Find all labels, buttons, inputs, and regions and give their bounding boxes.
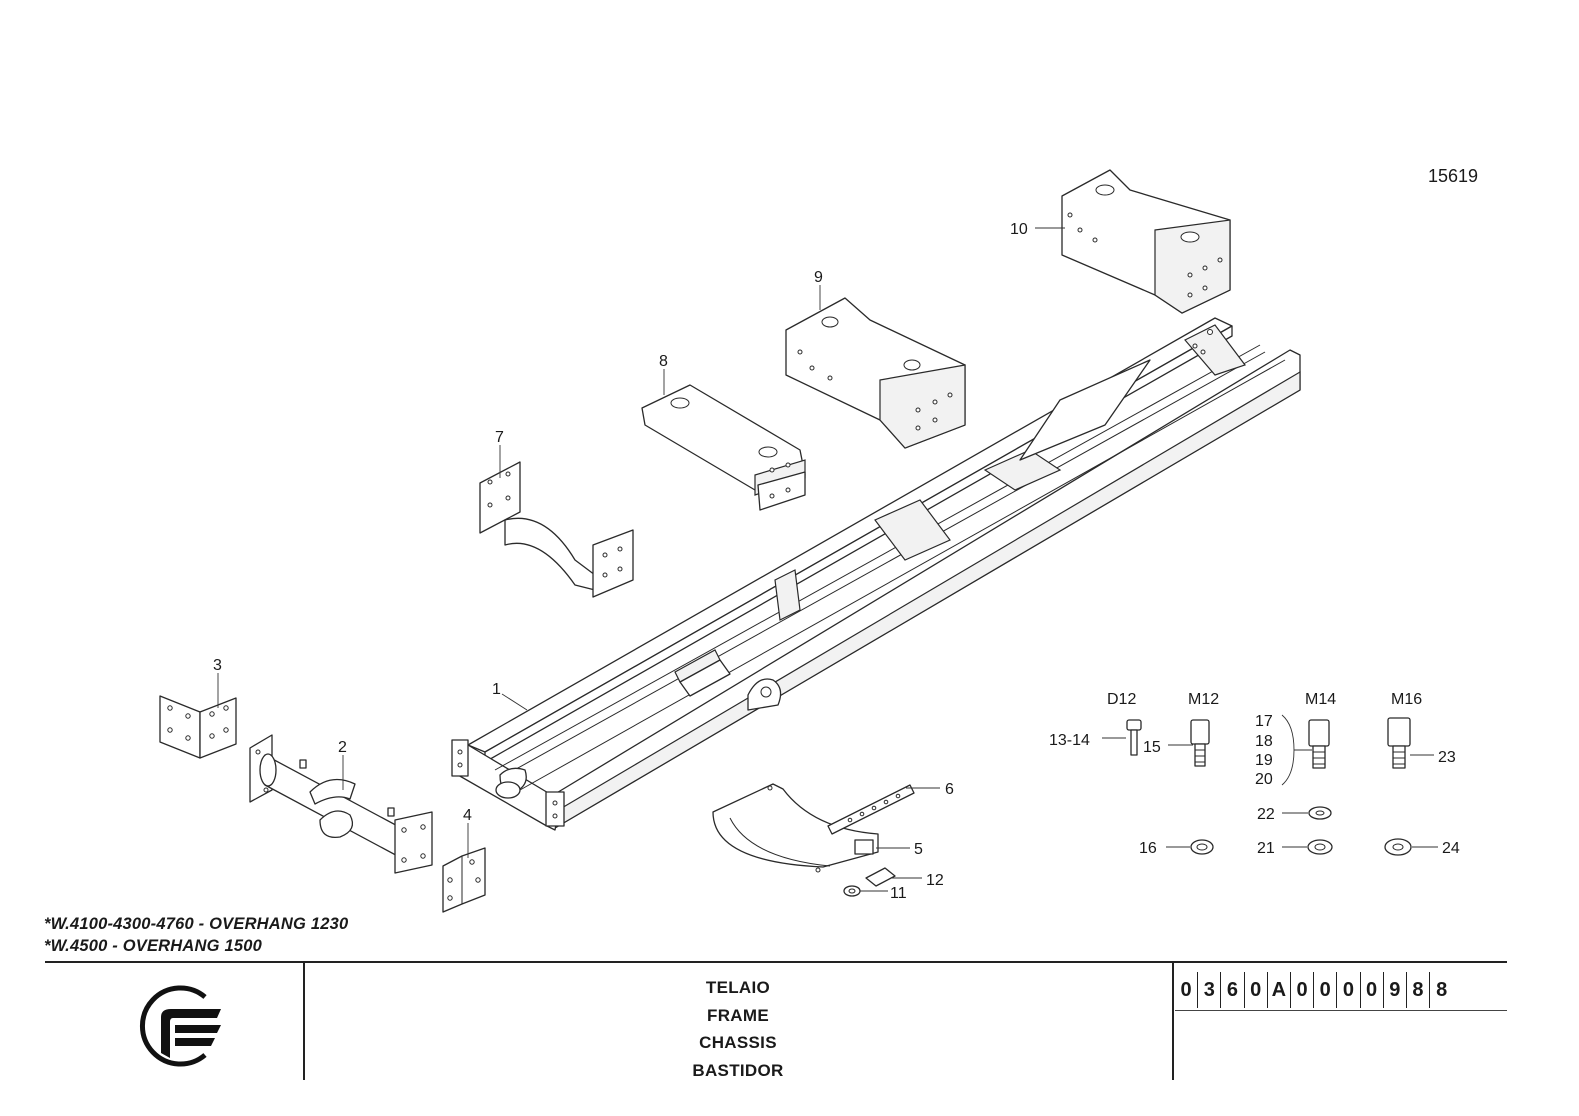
label-part-23: 23 <box>1438 749 1456 766</box>
label-part-6: 6 <box>945 781 954 798</box>
chassis-frame <box>451 317 1301 831</box>
code-char: 9 <box>1384 972 1407 1008</box>
bracket-right <box>442 847 486 913</box>
label-part-2: 2 <box>338 739 347 756</box>
saddle-bracket <box>712 783 879 873</box>
bolt-m12 <box>1190 719 1210 767</box>
label-thread-d12: D12 <box>1107 691 1136 708</box>
code-char: 0 <box>1337 972 1361 1008</box>
label-part-17: 17 <box>1255 713 1273 730</box>
title-block: TELAIO FRAME CHASSIS BASTIDOR 0 3 6 0 A … <box>0 961 1579 1116</box>
code-char: 3 <box>1198 972 1222 1008</box>
nut-16 <box>1190 839 1214 855</box>
nut-24 <box>1384 838 1412 856</box>
rear-crossmember <box>249 734 433 874</box>
label-part-10: 10 <box>1010 221 1028 238</box>
code-char: 0 <box>1175 972 1199 1008</box>
title-italian: TELAIO <box>705 978 771 997</box>
label-part-18: 18 <box>1255 733 1273 750</box>
overhang-note: *W.4100-4300-4760 - OVERHANG 1230 <box>44 915 349 933</box>
label-part-19: 19 <box>1255 752 1273 769</box>
label-part-9: 9 <box>814 269 823 286</box>
label-thread-m14: M14 <box>1305 691 1336 708</box>
crossmember-8 <box>641 384 806 511</box>
title-block-divider <box>1172 961 1174 1080</box>
label-part-4: 4 <box>463 807 472 824</box>
code-char: 6 <box>1221 972 1245 1008</box>
label-thread-m12: M12 <box>1188 691 1219 708</box>
label-part-20: 20 <box>1255 771 1273 788</box>
overhang-note: *W.4500 - OVERHANG 1500 <box>44 937 262 955</box>
label-part-3: 3 <box>213 657 222 674</box>
strap <box>827 784 915 835</box>
label-part-11: 11 <box>890 885 907 902</box>
nut-21 <box>1307 839 1333 855</box>
label-part-5: 5 <box>914 841 923 858</box>
title-french: CHASSIS <box>699 1033 777 1052</box>
title-block-border <box>45 961 1507 963</box>
brand-logo-icon <box>139 985 221 1067</box>
code-char: 0 <box>1291 972 1315 1008</box>
drawing-titles: TELAIO FRAME CHASSIS BASTIDOR <box>603 974 873 1084</box>
code-char: 0 <box>1245 972 1268 1008</box>
crossmember-9 <box>785 297 966 449</box>
label-part-22: 22 <box>1257 806 1275 823</box>
label-part-12: 12 <box>926 872 944 889</box>
washer-22 <box>1308 806 1332 820</box>
drawing-code: 0 3 6 0 A 0 0 0 0 9 8 8 <box>1175 972 1453 1008</box>
bracket-left <box>159 695 237 759</box>
label-part-1: 1 <box>492 681 501 698</box>
label-part-15: 15 <box>1143 739 1161 756</box>
label-part-21: 21 <box>1257 840 1275 857</box>
drawing-number: 15619 <box>1428 166 1479 186</box>
tubular-crossmember <box>479 461 634 598</box>
title-spanish: BASTIDOR <box>692 1060 784 1080</box>
plate-12 <box>865 867 896 887</box>
label-part-7: 7 <box>495 429 504 446</box>
code-char: 0 <box>1361 972 1384 1008</box>
label-part-8: 8 <box>659 353 668 370</box>
bolt-d12 <box>1126 719 1142 756</box>
code-char: 8 <box>1407 972 1431 1008</box>
title-block-divider <box>303 961 305 1080</box>
label-thread-m16: M16 <box>1391 691 1422 708</box>
code-char: A <box>1268 972 1291 1008</box>
code-underline <box>1175 1010 1507 1011</box>
label-part-16: 16 <box>1139 840 1157 857</box>
bolt-m14 <box>1308 719 1330 769</box>
bolt-m16 <box>1387 717 1411 769</box>
crossmember-10 <box>1061 169 1231 314</box>
label-part-24: 24 <box>1442 840 1460 857</box>
label-part-13-14: 13-14 <box>1049 732 1090 749</box>
code-char: 8 <box>1436 978 1448 1001</box>
code-char: 0 <box>1314 972 1338 1008</box>
title-english: FRAME <box>707 1005 769 1025</box>
